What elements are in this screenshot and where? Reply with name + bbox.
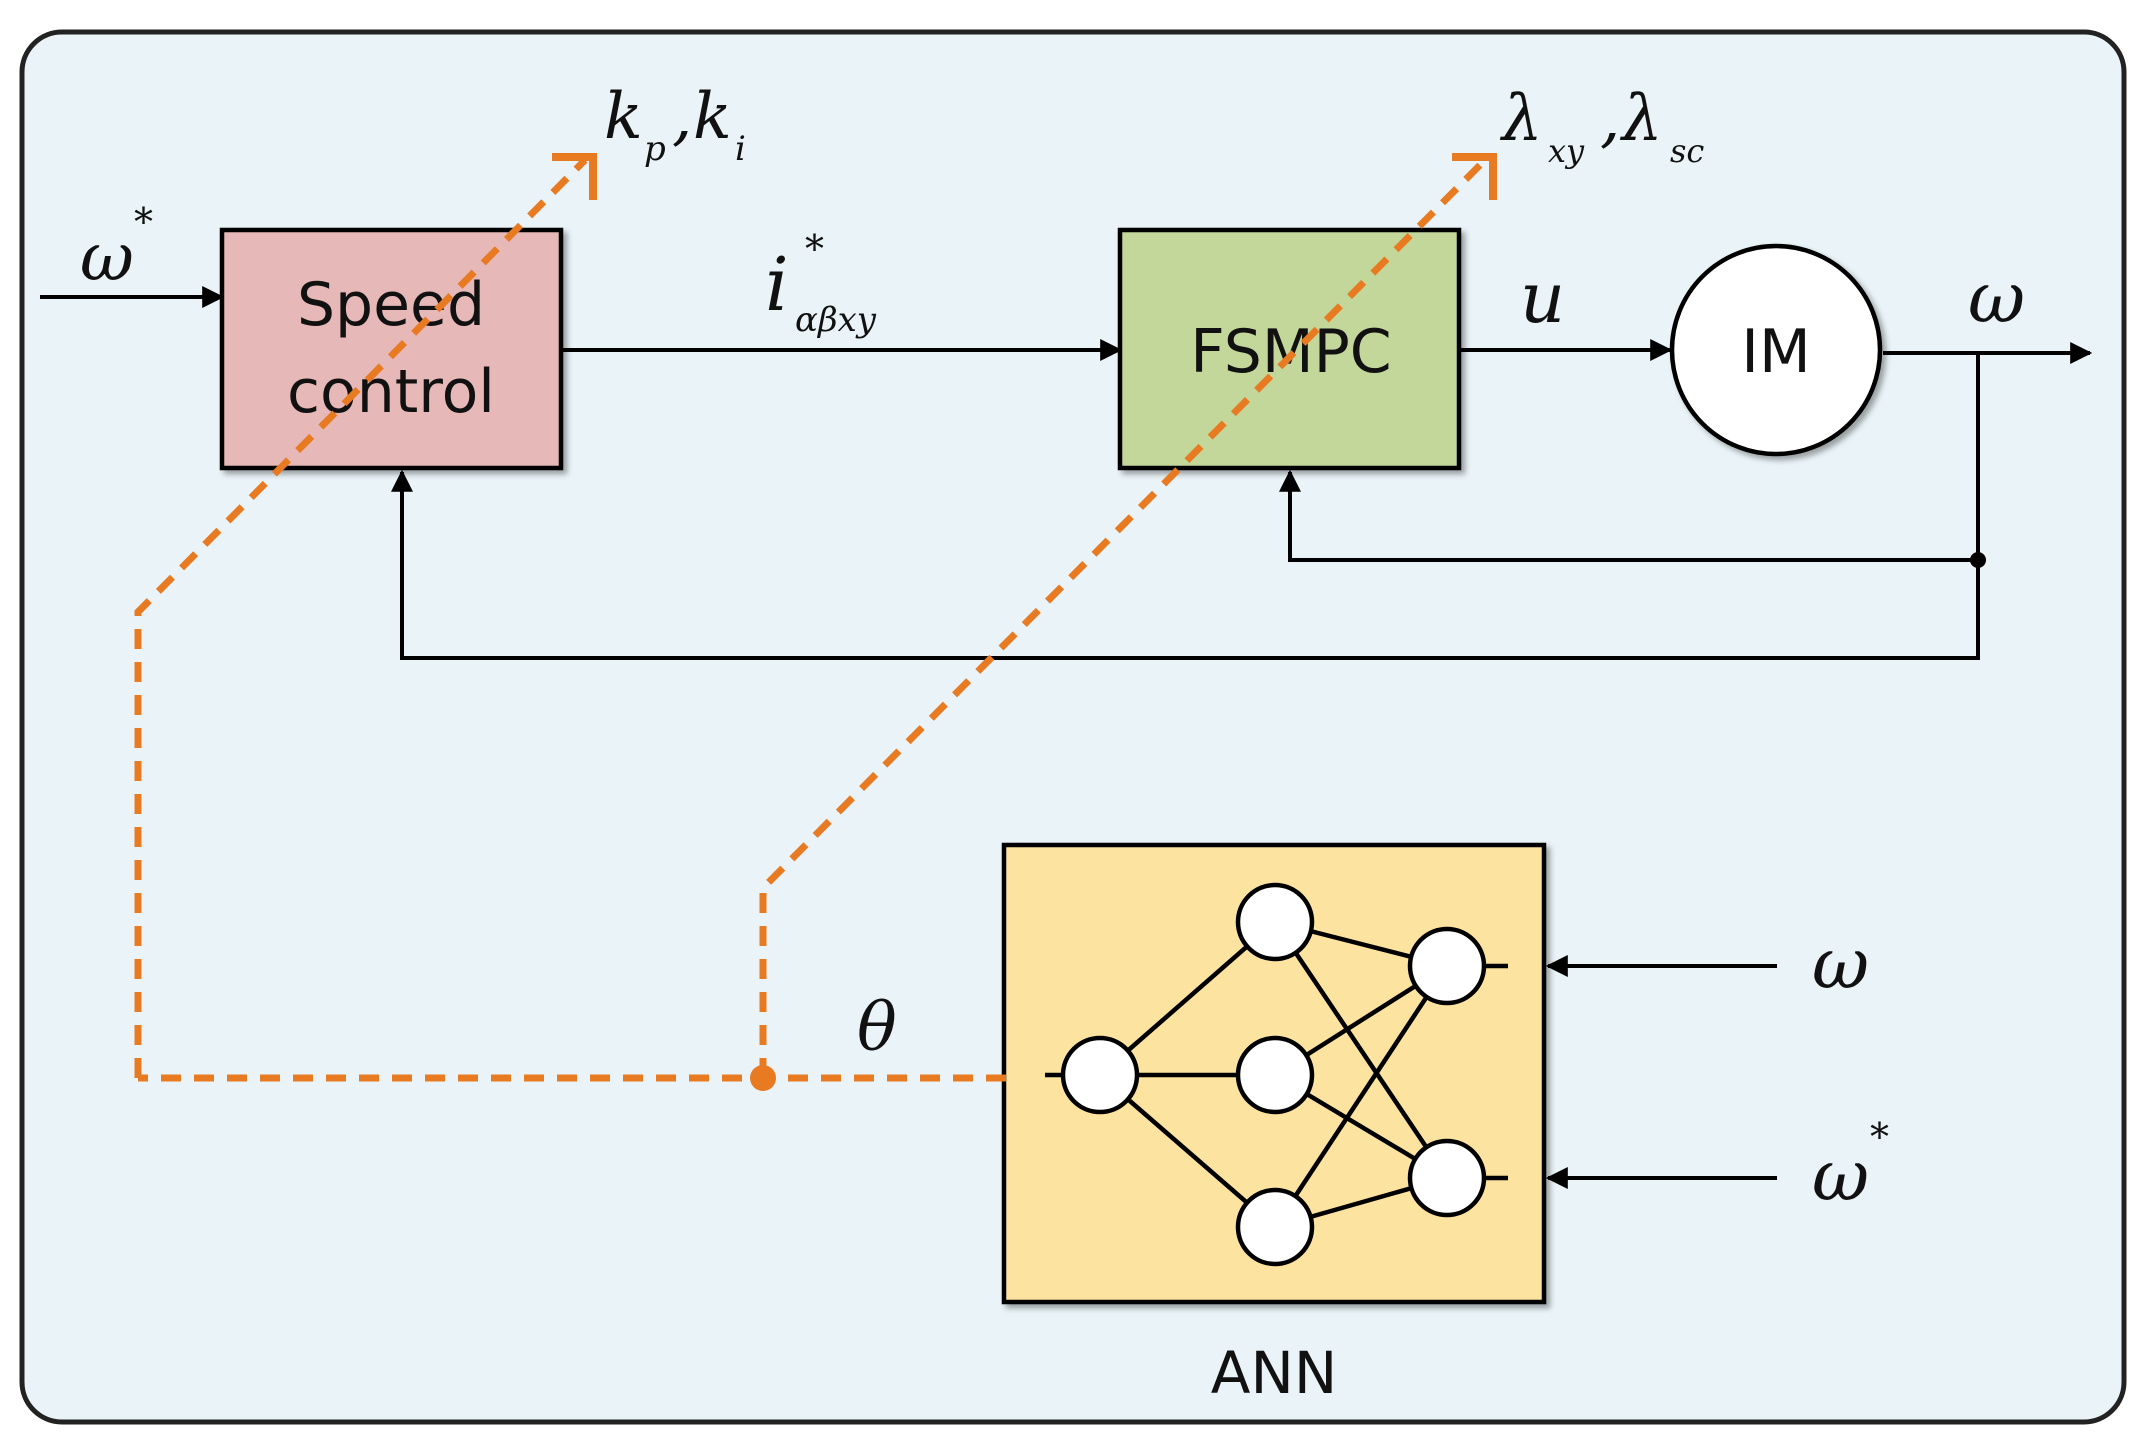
weight-lsc-subscript: sc bbox=[1670, 132, 1704, 170]
gains-label: k p , k i bbox=[604, 80, 746, 169]
tuning-arrowheads bbox=[552, 153, 1497, 200]
ann-input-omega-label: ω bbox=[1812, 923, 1869, 1005]
speed-control-block: Speed control bbox=[219, 227, 564, 471]
gain-kp-subscript: p bbox=[644, 129, 666, 169]
fsmpc-block: FSMPC bbox=[1117, 227, 1462, 471]
ann-input-omega-ref-label: ω bbox=[1812, 1135, 1869, 1217]
ann-neurons bbox=[1060, 882, 1487, 1267]
feedback-line-speed bbox=[391, 469, 1980, 660]
feedback-junction-dot bbox=[1970, 552, 1986, 568]
ann-hidden-neuron bbox=[1235, 1187, 1315, 1267]
gains-tuning-line bbox=[134, 157, 588, 1078]
signal-lines bbox=[40, 286, 2093, 1189]
omega-ref-input-sup: * bbox=[134, 200, 153, 244]
weights-label: λ xy , λ sc bbox=[1499, 82, 1704, 170]
ann-label: ANN bbox=[1211, 1339, 1337, 1407]
weight-lxy-symbol: λ bbox=[1499, 82, 1543, 156]
weights-arrow-head bbox=[1452, 153, 1497, 200]
ann-hidden-neuron bbox=[1235, 882, 1315, 962]
speed-control-label-2: control bbox=[287, 357, 495, 427]
weight-lsc-symbol: λ bbox=[1619, 82, 1663, 156]
feedback-line-fsmpc bbox=[1279, 353, 1980, 562]
induction-motor-block: IM bbox=[1669, 243, 1883, 457]
ann-input-neuron bbox=[1407, 1138, 1487, 1218]
speed-control-label-1: Speed bbox=[297, 270, 485, 340]
omega-output-label: ω bbox=[1968, 257, 2025, 339]
ann-block: ANN bbox=[1001, 842, 1547, 1407]
theta-junction-dot bbox=[750, 1065, 776, 1091]
current-ref-sub: αβxy bbox=[795, 300, 877, 340]
ann-hidden-neuron bbox=[1235, 1035, 1315, 1115]
current-ref-label: i bbox=[765, 242, 789, 328]
current-ref-sup: * bbox=[805, 227, 824, 271]
ann-input-neuron bbox=[1407, 926, 1487, 1006]
weights-tuning-line bbox=[759, 157, 1488, 1078]
theta-label: θ bbox=[857, 989, 897, 1066]
ann-output-neuron bbox=[1060, 1035, 1140, 1115]
ann-input-omega-ref-sup: * bbox=[1870, 1115, 1889, 1159]
weight-lxy-subscript: xy bbox=[1548, 132, 1585, 170]
theta-tuning-lines bbox=[134, 157, 1488, 1082]
gains-arrow-head bbox=[552, 153, 597, 200]
motor-label: IM bbox=[1741, 317, 1810, 387]
voltage-label: u bbox=[1520, 257, 1565, 339]
weights-comma: , bbox=[1600, 82, 1620, 156]
gains-comma: , bbox=[672, 80, 692, 154]
gain-kp-symbol: k bbox=[604, 80, 643, 154]
gain-ki-symbol: k bbox=[693, 80, 732, 154]
omega-ref-input-label: ω bbox=[80, 219, 134, 296]
gain-ki-subscript: i bbox=[735, 129, 746, 169]
